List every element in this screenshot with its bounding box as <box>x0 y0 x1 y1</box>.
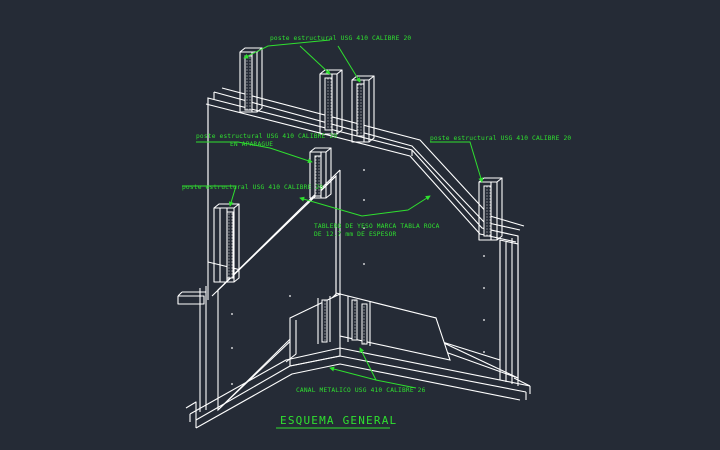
label-poste-mid: poste estructural USG 410 CALIBRE 20 <box>196 133 337 140</box>
stud-mid <box>309 147 332 199</box>
label-canal: CANAL METALICO USG 410 CALIBRE 26 <box>296 387 426 394</box>
label-poste-top: poste estructural USG 410 CALIBRE 20 <box>270 35 411 42</box>
stud-right <box>478 177 503 241</box>
stud-top-left <box>239 47 263 113</box>
bottom-channel <box>185 347 531 429</box>
stud-top-right <box>351 75 375 143</box>
stud-left <box>199 203 240 412</box>
label-tablero-line-1: TABLERO DE YESO MARCA TABLA ROCA <box>314 223 440 230</box>
stud-top-center <box>319 69 343 135</box>
left-channel-stub <box>177 291 206 305</box>
drawing-title: ESQUEMA GENERAL <box>280 414 397 427</box>
label-tablero-line-2: DE 12.7 mm DE ESPESOR <box>314 231 397 238</box>
leader-lines <box>182 39 484 429</box>
label-en-aparague: EN APARAGUE <box>230 141 273 148</box>
label-poste-left: poste estructural USG 410 CALIBRE 20 <box>182 184 323 191</box>
back-wall-panel <box>205 87 525 379</box>
lower-corner-studs <box>285 293 451 367</box>
screw-points <box>231 169 485 385</box>
label-poste-right: poste estructural USG 410 CALIBRE 20 <box>430 135 571 142</box>
